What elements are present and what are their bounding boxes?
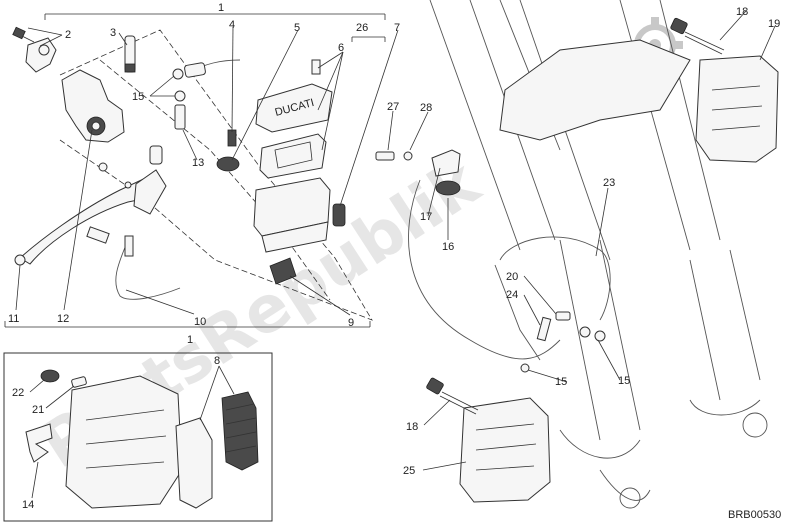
bushing (149, 145, 163, 165)
callout-12: 12 (57, 313, 69, 325)
callout-6: 6 (338, 42, 344, 54)
pin-3 (124, 35, 136, 73)
callout-16: 16 (442, 241, 454, 253)
switch-wire (115, 239, 181, 300)
group-26-bracket (351, 36, 386, 42)
callout-10: 10 (194, 316, 206, 328)
group-1-bracket-top (44, 13, 386, 20)
callout-11: 11 (8, 313, 19, 325)
pad-spring-14 (25, 423, 53, 463)
callout-13: 13 (192, 157, 204, 169)
bleed-screw-21 (71, 376, 87, 388)
lever-adjuster (133, 169, 167, 215)
callout-14: 14 (22, 499, 34, 511)
brake-hose-23 (499, 236, 611, 321)
right-brake-caliper (695, 55, 779, 163)
callout-15-mid: 15 (555, 376, 567, 388)
callout-labels: 1 2 3 4 5 26 6 7 15 13 11 12 10 9 1 27 2… (8, 2, 780, 511)
brake-hose-23-b (494, 264, 541, 361)
left-brake-caliper (459, 397, 551, 503)
brake-pad-a (175, 417, 213, 509)
clip-7 (332, 203, 346, 227)
lever-tip (14, 254, 26, 266)
banjo-bolt-13 (174, 104, 186, 130)
callout-28: 28 (420, 102, 432, 114)
callout-5: 5 (294, 22, 300, 34)
screw-6 (311, 59, 321, 75)
nut-small (98, 162, 108, 172)
callout-2: 2 (65, 29, 71, 41)
bolt-27 (375, 151, 395, 161)
left-caliper-detail (475, 423, 537, 471)
fitting-20 (555, 311, 571, 321)
seal-4 (216, 156, 240, 172)
callout-15-right: 15 (618, 375, 630, 387)
brake-switch (86, 226, 110, 244)
washer-28 (403, 151, 413, 161)
callout-21: 21 (32, 404, 44, 416)
callout-15-left: 15 (132, 91, 144, 103)
screw-2 (12, 26, 35, 43)
callout-1-bottom: 1 (187, 334, 193, 346)
bleed-cap-22 (40, 369, 60, 383)
right-caliper-detail (711, 85, 763, 131)
callout-3: 3 (110, 27, 116, 39)
brake-pad-b-lines (225, 403, 257, 453)
hose-bracket (431, 149, 461, 177)
callout-18-top: 18 (736, 6, 748, 18)
bolt-18-lower (426, 377, 479, 415)
callout-25: 25 (403, 465, 415, 477)
handlebar-clamp (25, 37, 57, 73)
callout-24: 24 (506, 289, 518, 301)
callout-20: 20 (506, 271, 518, 283)
callout-19: 19 (768, 18, 780, 30)
master-cylinder-body (61, 69, 125, 143)
leader-lines (15, 10, 776, 499)
callout-4: 4 (229, 19, 235, 31)
caliper-kit-inset-box (3, 352, 273, 522)
nut-small-2 (124, 181, 132, 189)
diaphragm-inner (274, 141, 313, 169)
washer-15-right-b (594, 330, 606, 342)
callout-9: 9 (348, 317, 354, 329)
callout-27: 27 (387, 101, 399, 113)
brake-pad-b (221, 391, 259, 471)
hose-fitting (184, 62, 206, 78)
bolt-18-top (670, 17, 725, 55)
washer-15-right-a (579, 326, 591, 338)
callout-7: 7 (394, 22, 400, 34)
clamp-hole (38, 44, 50, 56)
fitting-24 (536, 316, 552, 342)
boot-9 (269, 257, 297, 285)
reservoir-cap (255, 83, 333, 133)
fork-crown-bracket (499, 39, 691, 141)
screw-5 (227, 129, 237, 147)
callout-8: 8 (214, 355, 220, 367)
grommet-16 (435, 180, 461, 196)
drawing-code: BRB00530 (728, 509, 781, 521)
callout-22: 22 (12, 387, 24, 399)
callout-18-lower: 18 (406, 421, 418, 433)
callout-17: 17 (420, 211, 432, 223)
washer-15-mid (520, 363, 530, 373)
washer-15-bottom (174, 90, 186, 102)
inset-caliper-detail (85, 409, 167, 469)
assembly-outline-inner (99, 59, 331, 301)
front-fork-assembly (429, 0, 768, 509)
reservoir-base (261, 221, 329, 253)
switch-connector (124, 235, 134, 257)
master-cylinder-port-inner (91, 121, 101, 131)
callout-23: 23 (603, 177, 615, 189)
callout-26: 26 (356, 22, 368, 34)
brake-hose-main (408, 179, 561, 360)
group-1-bracket-bottom (4, 321, 371, 328)
inset-caliper (65, 375, 183, 509)
callout-1-top: 1 (218, 2, 224, 14)
washer-15-top (172, 68, 184, 80)
reservoir-diaphragm (259, 133, 327, 179)
